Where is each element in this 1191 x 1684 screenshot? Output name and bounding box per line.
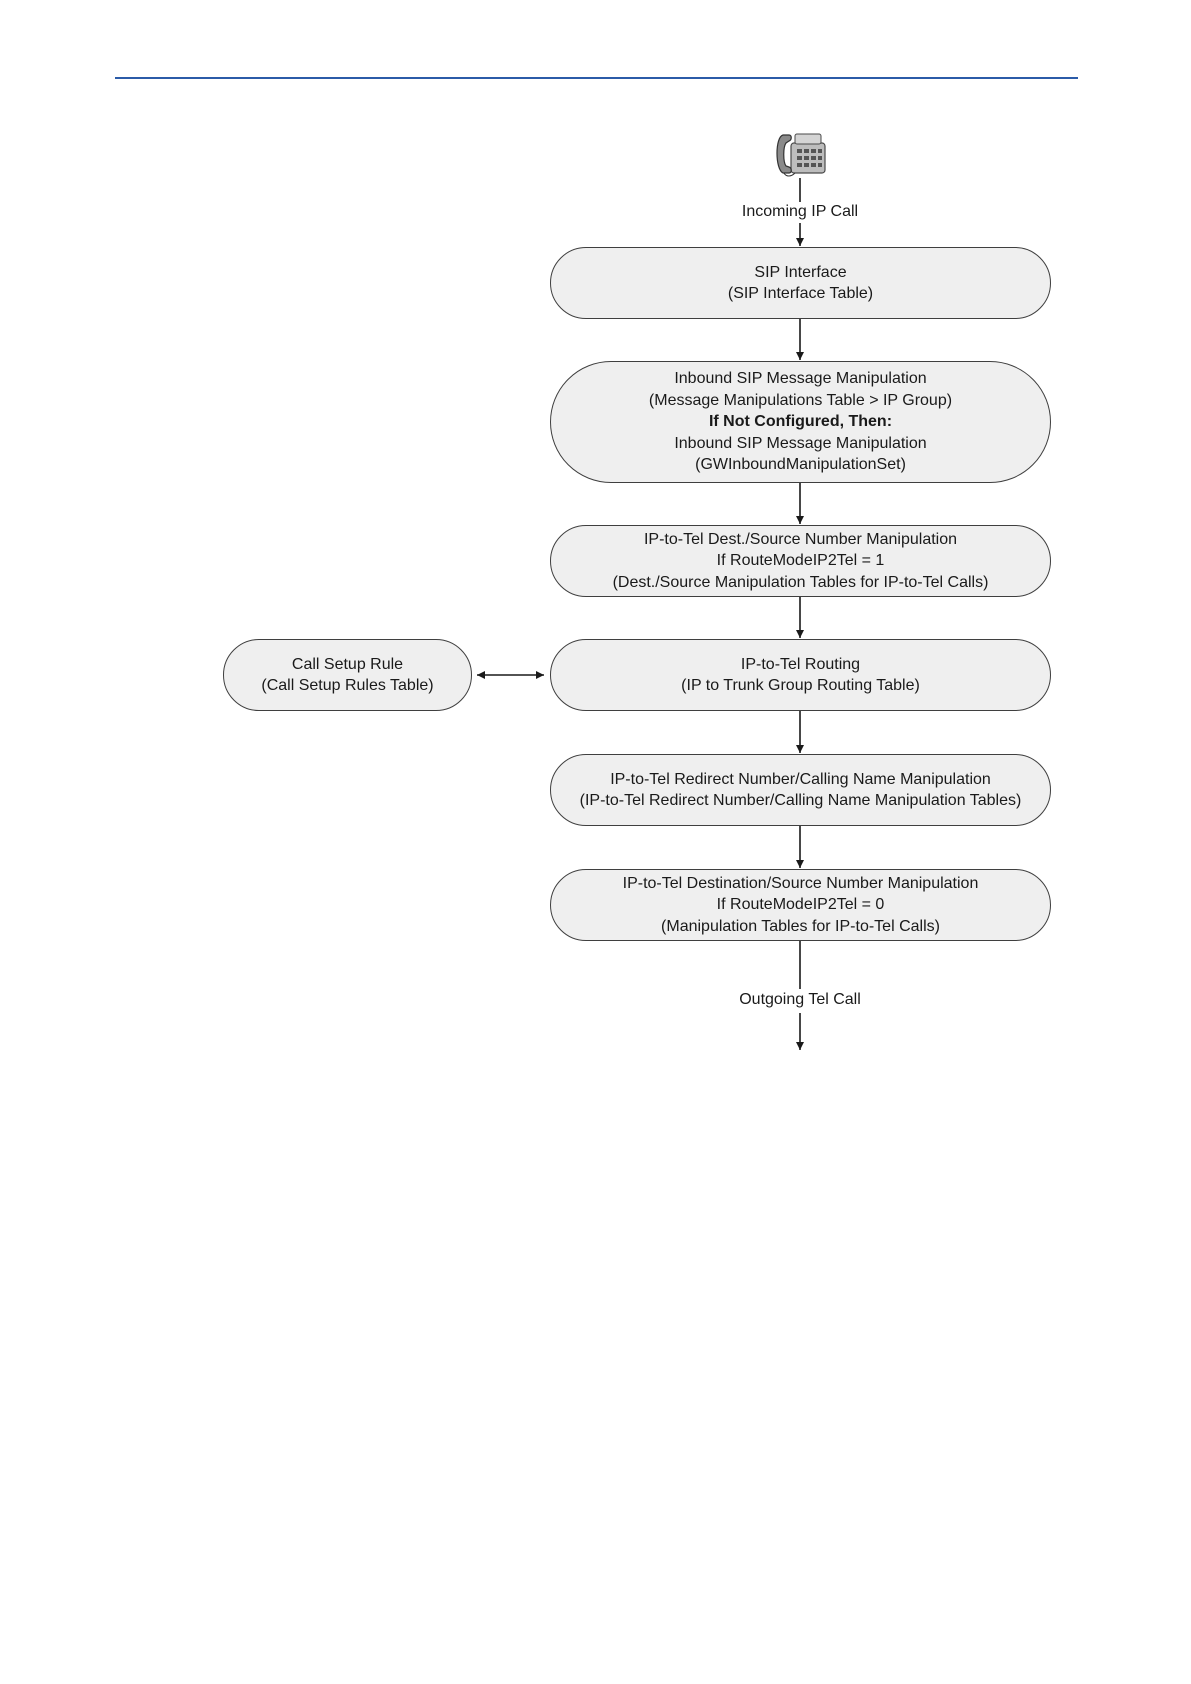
redirect-manipulation-node: IP-to-Tel Redirect Number/Calling Name M… [550, 754, 1051, 826]
sip-interface-title: SIP Interface [754, 263, 847, 281]
call-setup-rule-table: (Call Setup Rules Table) [261, 677, 434, 694]
desk-phone-icon [776, 133, 826, 177]
redirect-manipulation-title: IP-to-Tel Redirect Number/Calling Name M… [610, 770, 991, 788]
dest-source-manipulation-1-node: IP-to-Tel Dest./Source Number Manipulati… [550, 525, 1051, 597]
ip-to-tel-routing-node: IP-to-Tel Routing (IP to Trunk Group Rou… [550, 639, 1051, 711]
dest-source-manipulation-0-title: IP-to-Tel Destination/Source Number Mani… [622, 874, 979, 892]
dest-source-manipulation-0-node: IP-to-Tel Destination/Source Number Mani… [550, 869, 1051, 941]
ip-to-tel-routing-title: IP-to-Tel Routing [740, 655, 861, 673]
redirect-manipulation-tables: (IP-to-Tel Redirect Number/Calling Name … [579, 792, 1022, 809]
header-rule [115, 77, 1078, 79]
inbound-manipulation-condition: If Not Configured, Then: [708, 413, 893, 431]
dest-source-manipulation-0-tables: (Manipulation Tables for IP-to-Tel Calls… [661, 917, 940, 935]
call-setup-rule-node: Call Setup Rule (Call Setup Rules Table) [223, 639, 472, 711]
end-label: Outgoing Tel Call [739, 991, 861, 1008]
sip-interface-node: SIP Interface (SIP Interface Table) [550, 247, 1051, 319]
inbound-manipulation-node: Inbound SIP Message Manipulation (Messag… [550, 361, 1051, 483]
dest-source-manipulation-0-condition: If RouteModeIP2Tel = 0 [716, 896, 885, 914]
inbound-manipulation-fallback-title: Inbound SIP Message Manipulation [674, 434, 927, 452]
inbound-manipulation-title: Inbound SIP Message Manipulation [674, 370, 927, 388]
inbound-manipulation-table: (Message Manipulations Table > IP Group) [648, 391, 953, 409]
start-label: Incoming IP Call [741, 203, 859, 220]
dest-source-manipulation-1-title: IP-to-Tel Dest./Source Number Manipulati… [643, 530, 958, 548]
inbound-manipulation-fallback-set: (GWInboundManipulationSet) [695, 456, 906, 474]
dest-source-manipulation-1-condition: If RouteModeIP2Tel = 1 [716, 552, 885, 570]
sip-interface-table: (SIP Interface Table) [727, 285, 874, 302]
ip-to-tel-routing-table: (IP to Trunk Group Routing Table) [681, 677, 920, 694]
call-setup-rule-title: Call Setup Rule [291, 655, 404, 673]
dest-source-manipulation-1-tables: (Dest./Source Manipulation Tables for IP… [612, 573, 989, 591]
